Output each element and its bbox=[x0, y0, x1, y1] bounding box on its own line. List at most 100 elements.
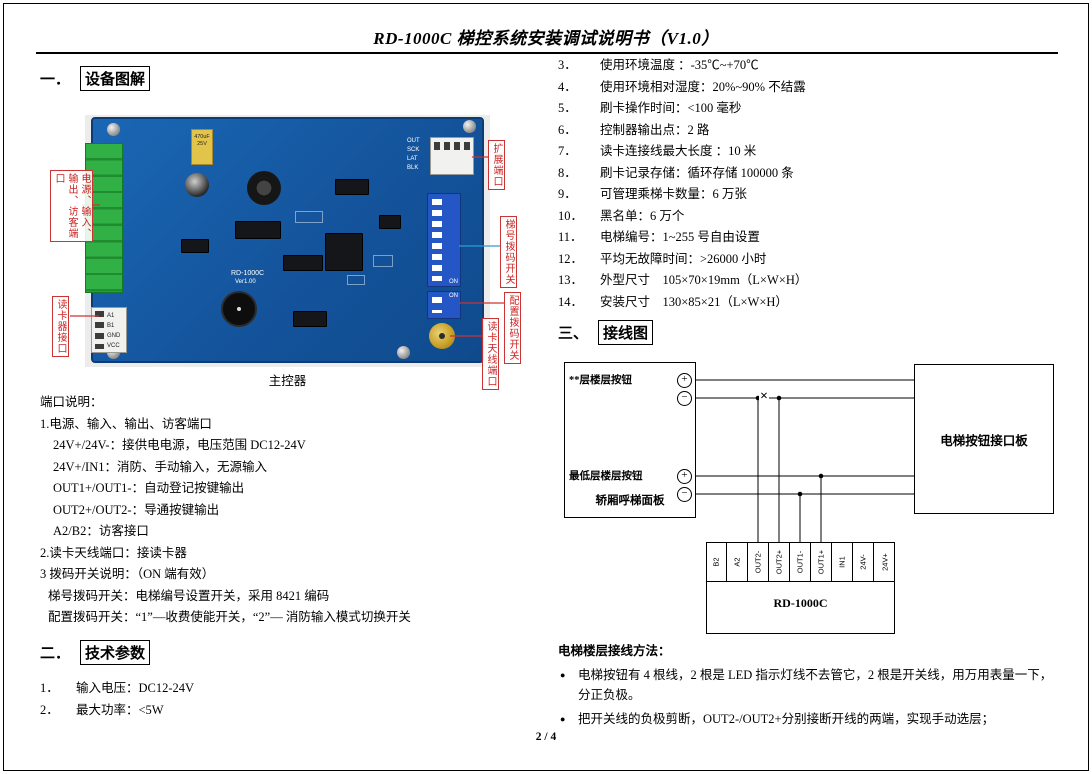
ic-chip bbox=[181, 239, 209, 253]
dip-toggles bbox=[432, 297, 442, 313]
spec-number: 13． bbox=[558, 273, 584, 287]
spec-text: 读卡连接线最大长度 ：10 米 bbox=[600, 144, 757, 158]
terminal-strip: B2 A2 OUT2- OUT2+ OUT1- OUT1+ IN1 24V- 2… bbox=[706, 542, 895, 582]
port-line: A2/B2：访客接口 bbox=[53, 524, 149, 538]
spec-number: 4． bbox=[558, 79, 577, 94]
floor-button-label: **层楼层按钮 bbox=[569, 375, 632, 386]
port-line: 配置拨码开关：“1”—收费使能开关，“2”— 消防输入模式切换开关 bbox=[48, 610, 411, 624]
pin-label: A1 bbox=[107, 313, 115, 319]
annotation-power-port: 电源、输入、输出、访客端口 bbox=[50, 170, 93, 242]
ic-chip bbox=[379, 215, 401, 229]
title-rule bbox=[36, 52, 1058, 54]
wire-lines bbox=[691, 379, 914, 542]
minus-terminal: − bbox=[677, 487, 692, 502]
capacitor-label: 25V bbox=[197, 141, 207, 147]
port-line: 1.电源、输入、输出、访客端口 bbox=[40, 416, 212, 431]
wiring-method-title: 电梯楼层接线方法： bbox=[558, 644, 671, 658]
spec-item: 12．平均无故障时间：>26000 小时 bbox=[558, 249, 1060, 271]
spec-text: 外型尺寸 105×70×19mm（L×W×H） bbox=[600, 273, 808, 287]
ic-chip bbox=[335, 179, 369, 195]
expansion-connector bbox=[430, 137, 474, 175]
pin-label: GND bbox=[107, 333, 121, 339]
spec-item: 7． 读卡连接线最大长度 ：10 米 bbox=[558, 141, 1060, 163]
spec-number: 10． bbox=[558, 208, 584, 223]
spec-number: 12． bbox=[558, 251, 584, 266]
spec-text: 控制器输出点：2 路 bbox=[600, 122, 710, 137]
screw-icon bbox=[107, 123, 120, 136]
page-title: RD-1000C 梯控系统安装调试说明书（V1.0） bbox=[373, 29, 719, 48]
terminal-cell: IN1 bbox=[832, 542, 853, 581]
dip-on-label: ON bbox=[449, 279, 458, 285]
spec-item: 11． 电梯编号：1~255 号自由设置 bbox=[558, 227, 1060, 249]
spec-item: 5． 刷卡操作时间：<100 毫秒 bbox=[558, 98, 1060, 120]
inductor bbox=[247, 171, 281, 205]
spec-text: 可管理乘梯卡数量：6 万张 bbox=[600, 187, 747, 201]
bullet-item: 电梯按钮有 4 根线，2 根是 LED 指示灯线不去管它，2 根是开关线，用万用… bbox=[558, 665, 1064, 705]
spec-text: 电梯编号：1~255 号自由设置 bbox=[600, 230, 760, 244]
spec-number: 6． bbox=[558, 122, 577, 137]
terminal-cell: A2 bbox=[727, 542, 748, 581]
spec-item: 8．刷卡记录存储：循环存储 100000 条 bbox=[558, 163, 1060, 185]
ic-chip bbox=[293, 311, 327, 327]
port-description: 端口说明： 1.电源、输入、输出、访客端口 24V+/24V-：接供电电源，电压… bbox=[40, 392, 532, 629]
tech-item: 1． 输入电压：DC12-24V bbox=[40, 678, 520, 700]
spec-number: 5． bbox=[558, 101, 577, 115]
spec-item: 6． 控制器输出点：2 路 bbox=[558, 120, 1060, 142]
component-footprint bbox=[295, 211, 323, 223]
capacitor-label: 470uF bbox=[194, 134, 210, 140]
spec-text: 刷卡操作时间：<100 毫秒 bbox=[600, 101, 742, 115]
port-line: 24V+/24V-：接供电电源，电压范围 DC12-24V bbox=[53, 438, 306, 452]
component-footprint bbox=[373, 255, 393, 267]
spec-item: 3．使用环境温度 ：-35℃~+70℃ bbox=[558, 55, 1060, 77]
spec-text: 安装尺寸 130×85×21（L×W×H） bbox=[600, 294, 788, 309]
spec-text: 使用环境相对湿度：20%~90% 不结露 bbox=[600, 79, 806, 94]
ic-chip bbox=[235, 221, 281, 239]
terminal-cell: OUT2- bbox=[748, 542, 769, 581]
reader-pin-labels: A1 B1 GND VCC bbox=[107, 311, 120, 351]
plus-terminal: + bbox=[677, 469, 692, 484]
wiring-method: 电梯楼层接线方法： 电梯按钮有 4 根线，2 根是 LED 指示灯线不去管它，2… bbox=[558, 641, 1064, 729]
screw-icon bbox=[463, 120, 476, 133]
section-heading-tech: 二． 技术参数 bbox=[40, 640, 151, 665]
spec-text: 刷卡记录存储：循环存储 100000 条 bbox=[600, 165, 794, 180]
annotation-dip-config: 配置拨码开关 bbox=[504, 292, 521, 364]
mcu-chip bbox=[325, 233, 363, 271]
annotation-dip-elevator: 梯号拨码开关 bbox=[500, 216, 517, 288]
pin-label: VCC bbox=[107, 343, 120, 349]
section-heading-wiring: 三、 接线图 bbox=[558, 320, 654, 345]
car-call-panel-box bbox=[564, 362, 696, 518]
spec-number: 7． bbox=[558, 144, 577, 158]
tech-params: 1． 输入电压：DC12-24V 2． 最大功率：<5W bbox=[40, 678, 520, 721]
lowest-floor-button-label: 最低层楼层按钮 bbox=[569, 471, 643, 482]
interface-board-label: 电梯按钮接口板 bbox=[940, 433, 1028, 448]
connector-pins bbox=[434, 142, 470, 150]
buzzer-hole bbox=[237, 307, 241, 311]
section-title: 设备图解 bbox=[80, 66, 151, 91]
sma-antenna-connector bbox=[429, 323, 455, 349]
silkscreen-version: Ver1.00 bbox=[235, 279, 256, 285]
spec-number: 3． bbox=[558, 58, 577, 72]
page-number: 2 / 4 bbox=[535, 731, 557, 743]
terminal-cell: 24V- bbox=[853, 542, 874, 581]
tech-text: 最大功率：<5W bbox=[76, 702, 164, 717]
reader-connector: A1 B1 GND VCC bbox=[91, 307, 127, 353]
connector-pins bbox=[95, 311, 104, 349]
bullet-item: 把开关线的负极剪断，OUT2-/OUT2+分别接断开线的两端，实现手动选层； bbox=[558, 709, 1064, 729]
capacitor-yellow: 470uF 25V bbox=[191, 129, 213, 165]
pin-label: BLK bbox=[407, 165, 419, 171]
terminal-cell: 24V+ bbox=[880, 552, 889, 571]
annotation-reader-port: 读卡器接口 bbox=[52, 296, 69, 357]
spec-item: 4． 使用环境相对湿度：20%~90% 不结露 bbox=[558, 77, 1060, 99]
terminal-cell: OUT1+ bbox=[811, 542, 832, 581]
terminal-cell: B2 bbox=[706, 542, 727, 581]
port-line: 2.读卡天线端口：接读卡器 bbox=[40, 545, 187, 560]
pcb-board bbox=[91, 117, 484, 363]
electrolytic-capacitor bbox=[185, 173, 209, 197]
spec-item: 10．黑名单：6 万个 bbox=[558, 206, 1060, 228]
section-prefix: 二． bbox=[40, 646, 71, 662]
port-line: 24V+/IN1：消防、手动输入，无源输入 bbox=[53, 459, 267, 474]
spec-number: 11． bbox=[558, 230, 583, 244]
pcb-caption: 主控器 bbox=[268, 374, 307, 388]
spec-item: 13． 外型尺寸 105×70×19mm（L×W×H） bbox=[558, 270, 1060, 292]
dip-on-label: ON bbox=[449, 293, 458, 299]
